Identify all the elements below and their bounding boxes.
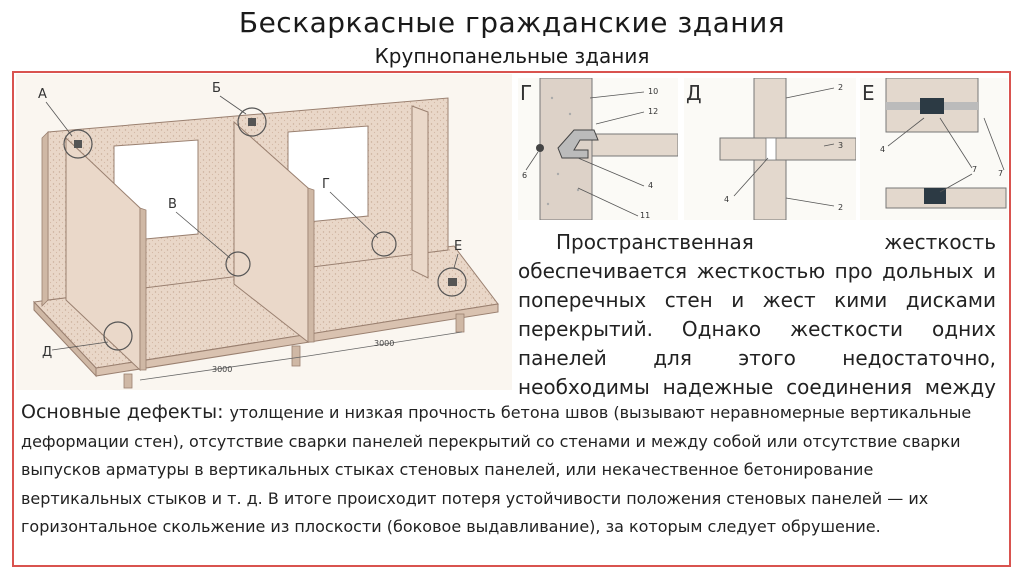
slide-title: Бескаркасные гражданские здания: [238, 6, 786, 39]
svg-text:11: 11: [640, 211, 650, 220]
detail-d-figure: Д 2 3 4 2: [684, 78, 856, 220]
detail-d-letter: Д: [686, 81, 702, 105]
svg-text:3: 3: [838, 141, 843, 150]
marker-e: Е: [454, 239, 462, 254]
svg-text:4: 4: [724, 195, 729, 204]
cross-wall-3: [411, 105, 429, 279]
detail-e-figure: Е 4 7 7: [860, 78, 1008, 220]
marker-g: Г: [322, 177, 330, 192]
panel-building-figure: А Б В Г Е Д 3000 3000: [16, 74, 512, 390]
dimension-1: 3000: [212, 365, 232, 374]
detail-g-figure: Г 10 12 6 4 11: [518, 78, 678, 220]
defects-lead: Основные дефекты:: [21, 401, 230, 423]
marker-circle-e: [437, 267, 467, 297]
detail-e-letter: Е: [862, 81, 875, 105]
content-frame: [12, 71, 1011, 567]
svg-text:6: 6: [522, 171, 527, 180]
svg-text:2: 2: [838, 83, 843, 92]
marker-a: А: [38, 87, 47, 102]
svg-text:12: 12: [648, 107, 658, 116]
defects-text: утолщение и низкая прочность бетона швов…: [21, 403, 972, 536]
marker-d: Д: [42, 345, 52, 360]
svg-text:7: 7: [972, 165, 977, 174]
marker-b: Б: [212, 81, 221, 96]
rigidity-paragraph: Пространственная жесткость обеспечиваетс…: [518, 230, 996, 428]
defects-block: Основные дефекты: утолщение и низкая про…: [15, 398, 1005, 564]
marker-circle-b: [237, 107, 267, 137]
svg-text:7: 7: [998, 169, 1003, 178]
slide-subtitle: Крупнопанельные здания: [374, 44, 650, 68]
marker-circle-g: [371, 231, 397, 257]
marker-v: В: [168, 197, 177, 212]
dimension-2: 3000: [374, 339, 394, 348]
marker-circle-v: [225, 251, 251, 277]
detail-g-letter: Г: [520, 81, 532, 105]
marker-circle-a: [63, 129, 93, 159]
marker-circle-d: [103, 321, 133, 351]
svg-text:10: 10: [648, 87, 658, 96]
svg-text:4: 4: [648, 181, 653, 190]
svg-text:4: 4: [880, 145, 885, 154]
svg-text:2: 2: [838, 203, 843, 212]
